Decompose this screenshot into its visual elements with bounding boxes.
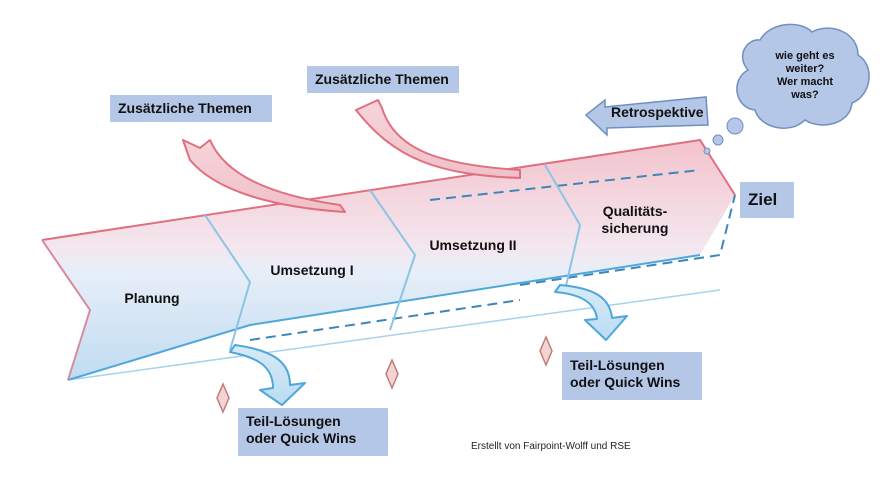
stage-qualitaetssicherung: Qualitäts- sicherung: [601, 203, 669, 236]
dashed-extension: [249, 169, 736, 341]
arrow-retrospective: [584, 96, 709, 137]
stage-planung: Planung: [124, 290, 180, 306]
arrow-output-right: [554, 284, 628, 341]
thought-cloud: [703, 23, 870, 155]
label-additional-topics-right: Zusätzliche Themen: [307, 66, 459, 93]
divider-1: [204, 214, 252, 351]
process-band: [42, 140, 735, 380]
band-top-edge: [41, 138, 736, 241]
divider-2: [369, 189, 417, 331]
label-goal: Ziel: [740, 182, 794, 218]
milestone-diamond-3: [539, 335, 553, 367]
label-retrospective: Retrospektive: [611, 104, 704, 120]
band-left-edge: [41, 239, 92, 381]
divider-3: [544, 164, 582, 291]
label-additional-topics-left: Zusätzliche Themen: [110, 95, 272, 122]
stage-umsetzung-2: Umsetzung II: [429, 237, 517, 253]
stage-umsetzung-1: Umsetzung I: [270, 262, 354, 278]
cloud-text: wie geht es weiter? Wer macht was?: [775, 50, 835, 101]
band-bottom-edge-front: [67, 289, 721, 381]
arrow-additional-left: [182, 139, 346, 213]
band-bottom-edge: [67, 254, 701, 381]
milestone-diamond-1: [216, 382, 230, 414]
label-partial-solutions-right: Teil-Lösungen oder Quick Wins: [562, 352, 702, 400]
milestone-diamond-2: [385, 358, 399, 390]
arrow-additional-right: [355, 99, 521, 179]
arrow-output-left: [229, 344, 306, 406]
credit-text: Erstellt von Fairpoint-Wolff und RSE: [471, 441, 631, 452]
label-partial-solutions-left: Teil-Lösungen oder Quick Wins: [238, 408, 388, 456]
